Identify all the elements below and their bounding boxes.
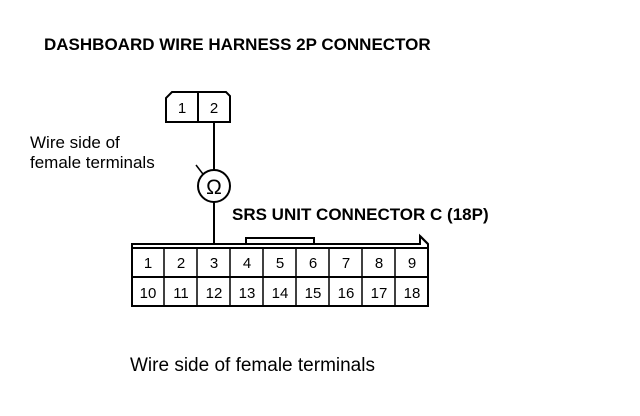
connector-2p-pin-2: 2 bbox=[210, 100, 218, 117]
ohm-symbol: Ω bbox=[206, 176, 222, 199]
pin-bottom-10: 10 bbox=[140, 285, 157, 302]
bottom-caption: Wire side of female terminals bbox=[130, 355, 375, 376]
pin-top-6: 6 bbox=[309, 255, 317, 272]
side-label-line2: female terminals bbox=[30, 153, 155, 172]
pin-top-2: 2 bbox=[177, 255, 185, 272]
connector-18p: 1 2 3 4 5 6 7 8 9 10 11 12 13 14 15 16 1… bbox=[131, 233, 429, 307]
pin-top-4: 4 bbox=[243, 255, 251, 272]
pin-bottom-18: 18 bbox=[404, 285, 421, 302]
diagram-title: DASHBOARD WIRE HARNESS 2P CONNECTOR bbox=[44, 35, 431, 54]
pin-top-8: 8 bbox=[375, 255, 383, 272]
pin-bottom-14: 14 bbox=[272, 285, 289, 302]
pin-top-9: 9 bbox=[408, 255, 416, 272]
connector-latch bbox=[245, 237, 315, 244]
pin-bottom-17: 17 bbox=[371, 285, 388, 302]
side-label-line1: Wire side of bbox=[30, 133, 120, 152]
pin-top-5: 5 bbox=[276, 255, 284, 272]
connector-2p-pin-1: 1 bbox=[178, 100, 186, 117]
pin-bottom-12: 12 bbox=[206, 285, 223, 302]
connector-2p: 1 2 bbox=[165, 91, 231, 123]
pin-bottom-16: 16 bbox=[338, 285, 355, 302]
pin-bottom-13: 13 bbox=[239, 285, 256, 302]
pin-bottom-11: 11 bbox=[173, 285, 189, 302]
pin-top-3: 3 bbox=[210, 255, 218, 272]
pin-top-1: 1 bbox=[144, 255, 152, 272]
ohmmeter-icon: Ω bbox=[197, 169, 231, 203]
pin-bottom-15: 15 bbox=[305, 285, 322, 302]
pin-top-7: 7 bbox=[342, 255, 350, 272]
srs-connector-label: SRS UNIT CONNECTOR C (18P) bbox=[232, 205, 489, 224]
